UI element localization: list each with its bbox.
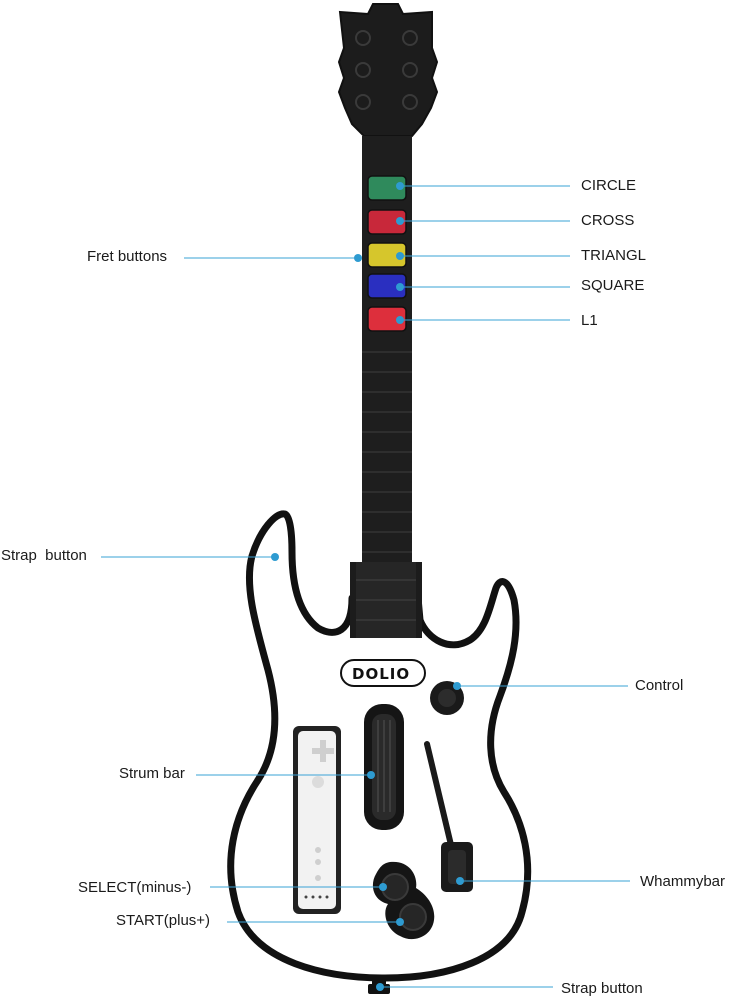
neck xyxy=(362,136,412,606)
label-control: Control xyxy=(635,677,684,694)
label-square: SQUARE xyxy=(581,277,645,294)
fret-button-yellow[interactable] xyxy=(367,242,407,268)
fret-button-blue[interactable] xyxy=(367,273,407,299)
label-fret-buttons: Fret buttons xyxy=(87,248,168,265)
wii-remote-slot xyxy=(293,726,341,914)
strum-bar[interactable] xyxy=(364,704,404,830)
callout-dots xyxy=(271,182,464,991)
fret-button-green[interactable] xyxy=(367,175,407,201)
label-circle: CIRCLE xyxy=(581,177,637,194)
select-start-buttons xyxy=(372,861,435,940)
label-cross: CROSS xyxy=(581,212,635,229)
headstock xyxy=(337,3,439,137)
label-triangle: TRIANGL xyxy=(581,247,647,264)
label-start: START(plus+) xyxy=(116,912,211,929)
brand-logo: DOLIO xyxy=(340,659,426,687)
label-strap-button-bottom: Strap button xyxy=(561,980,643,997)
callout-leaders xyxy=(101,185,630,988)
label-whammy-bar: Whammybar xyxy=(640,873,726,890)
fret-button-orange[interactable] xyxy=(367,306,407,332)
fret-buttons xyxy=(367,175,407,332)
label-strap-button-top: Strap button xyxy=(1,547,87,564)
brand-logo-text: DOLIO xyxy=(352,665,410,683)
label-select: SELECT(minus-) xyxy=(78,879,192,896)
start-button[interactable] xyxy=(399,903,427,931)
whammy-bar[interactable] xyxy=(424,741,473,892)
label-strum-bar: Strum bar xyxy=(119,765,185,782)
fret-button-red[interactable] xyxy=(367,209,407,235)
label-l1: L1 xyxy=(581,312,598,329)
